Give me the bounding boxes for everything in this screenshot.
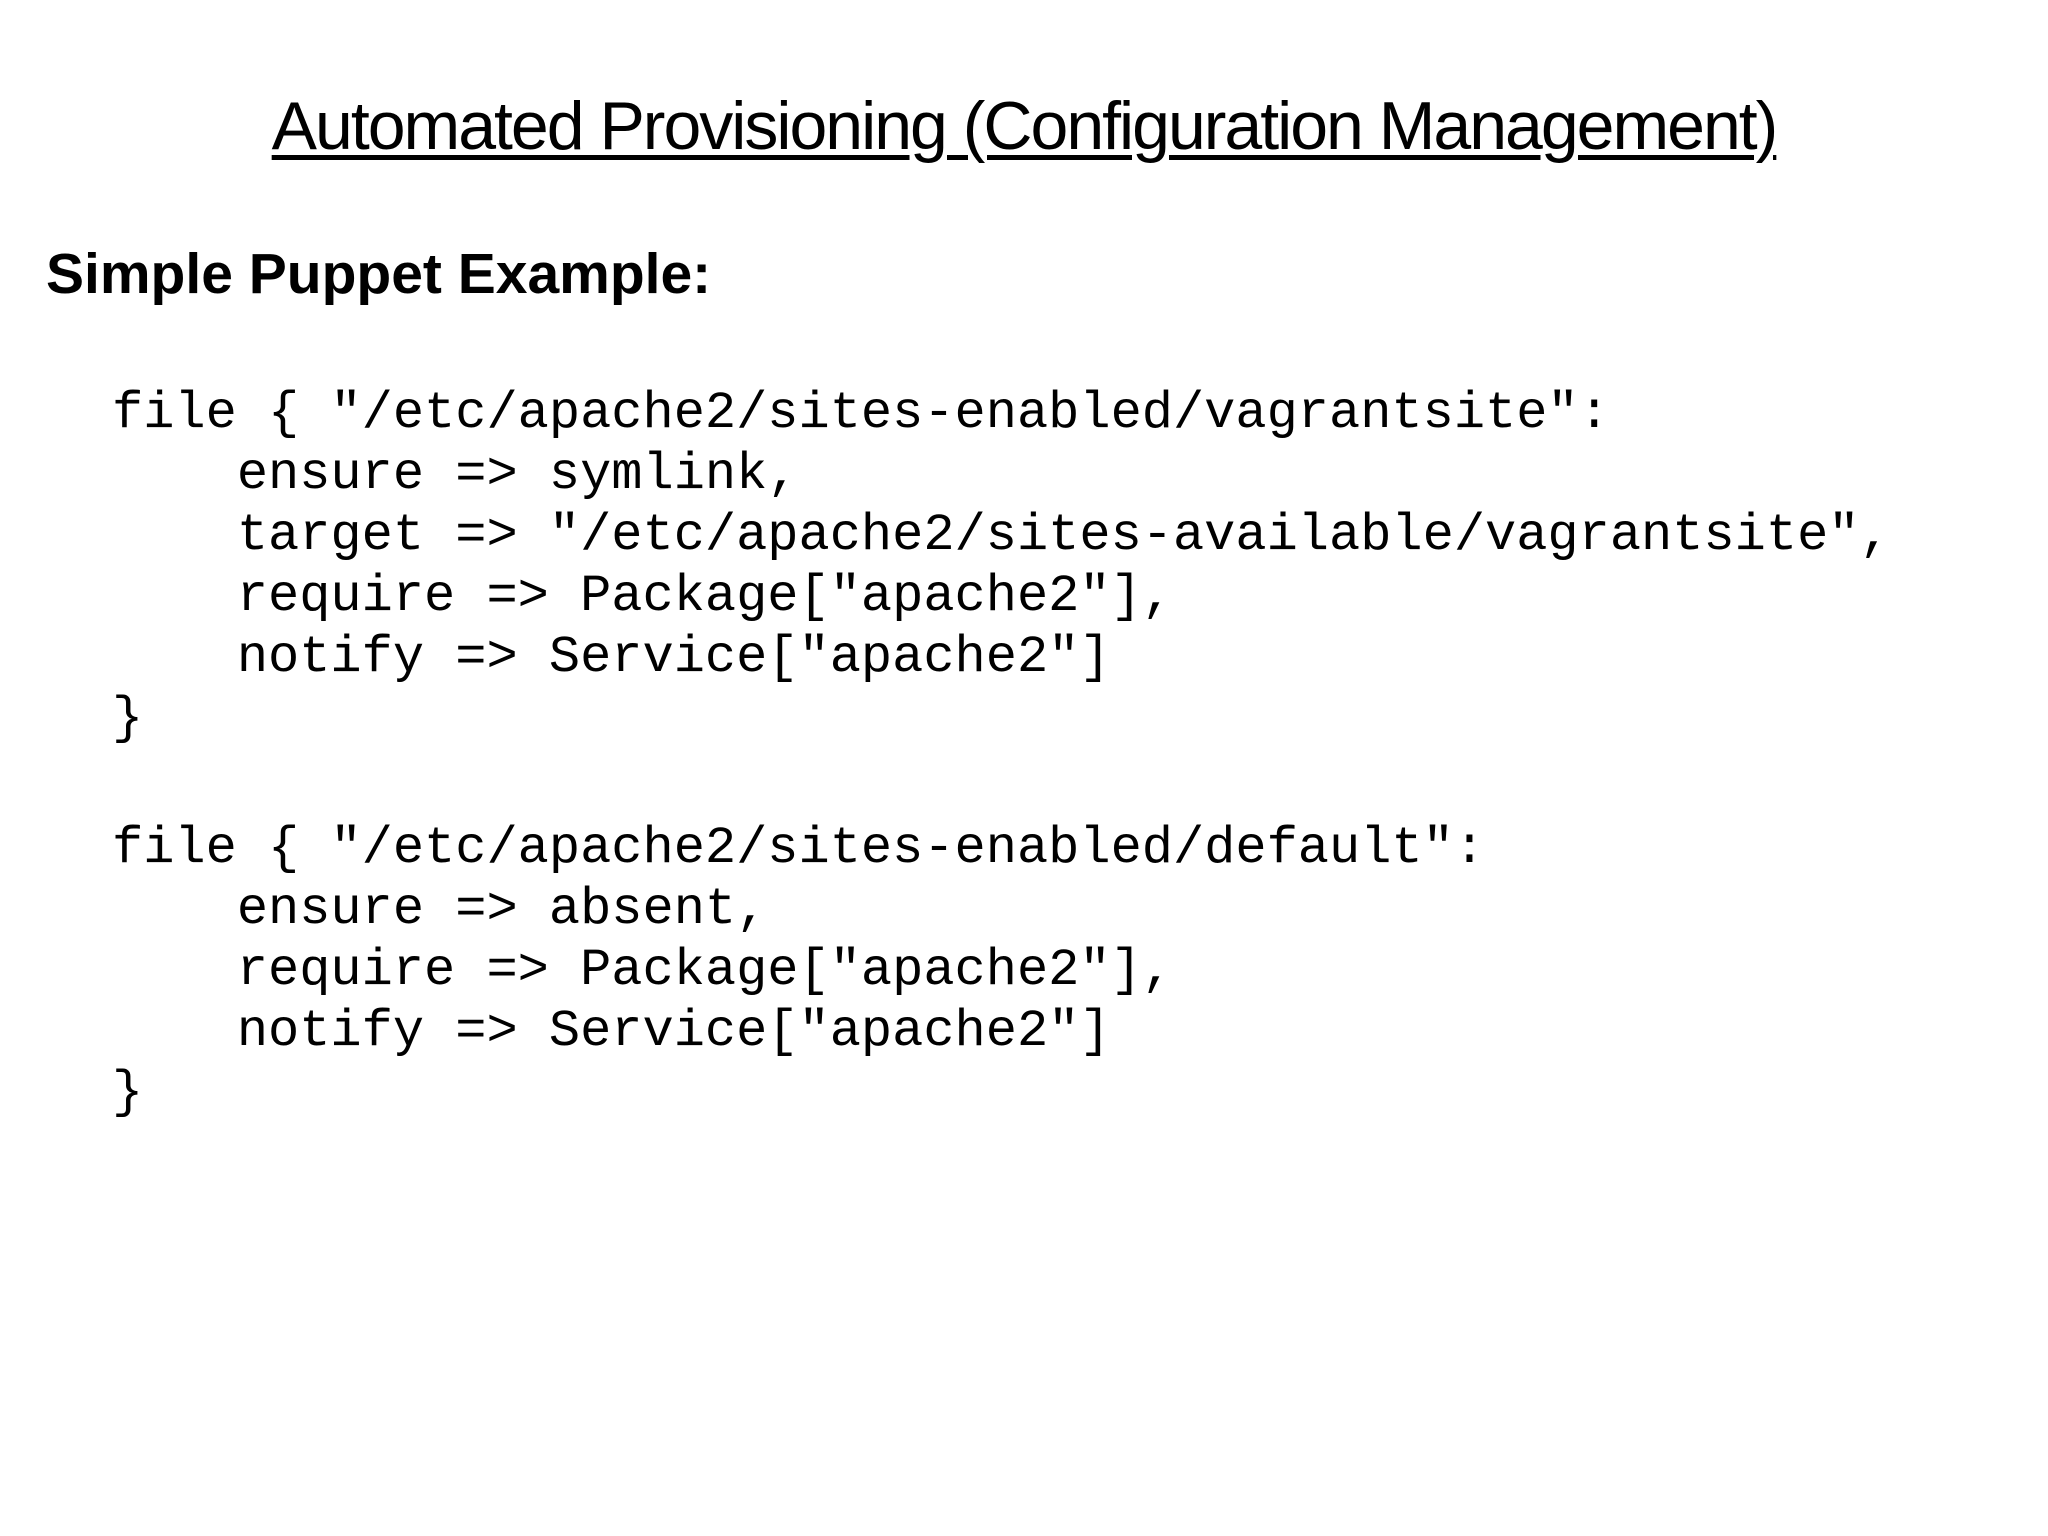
section-heading: Simple Puppet Example:: [46, 242, 712, 306]
code-line: }: [112, 1063, 144, 1122]
code-line: notify => Service["apache2"]: [112, 1002, 1111, 1061]
code-line: notify => Service["apache2"]: [112, 628, 1111, 687]
code-line: }: [112, 689, 144, 748]
code-line: file { "/etc/apache2/sites-enabled/vagra…: [112, 384, 1610, 443]
code-line: ensure => absent,: [112, 880, 768, 939]
code-line: require => Package["apache2"],: [112, 567, 1173, 626]
puppet-code-block-vagrantsite: file { "/etc/apache2/sites-enabled/vagra…: [112, 383, 1891, 749]
puppet-code-block-default: file { "/etc/apache2/sites-enabled/defau…: [112, 818, 1485, 1123]
code-line: require => Package["apache2"],: [112, 941, 1173, 1000]
slide-title: Automated Provisioning (Configuration Ma…: [271, 88, 1779, 164]
code-line: ensure => symlink,: [112, 445, 799, 504]
code-line: file { "/etc/apache2/sites-enabled/defau…: [112, 819, 1486, 878]
code-line: target => "/etc/apache2/sites-available/…: [112, 506, 1891, 565]
